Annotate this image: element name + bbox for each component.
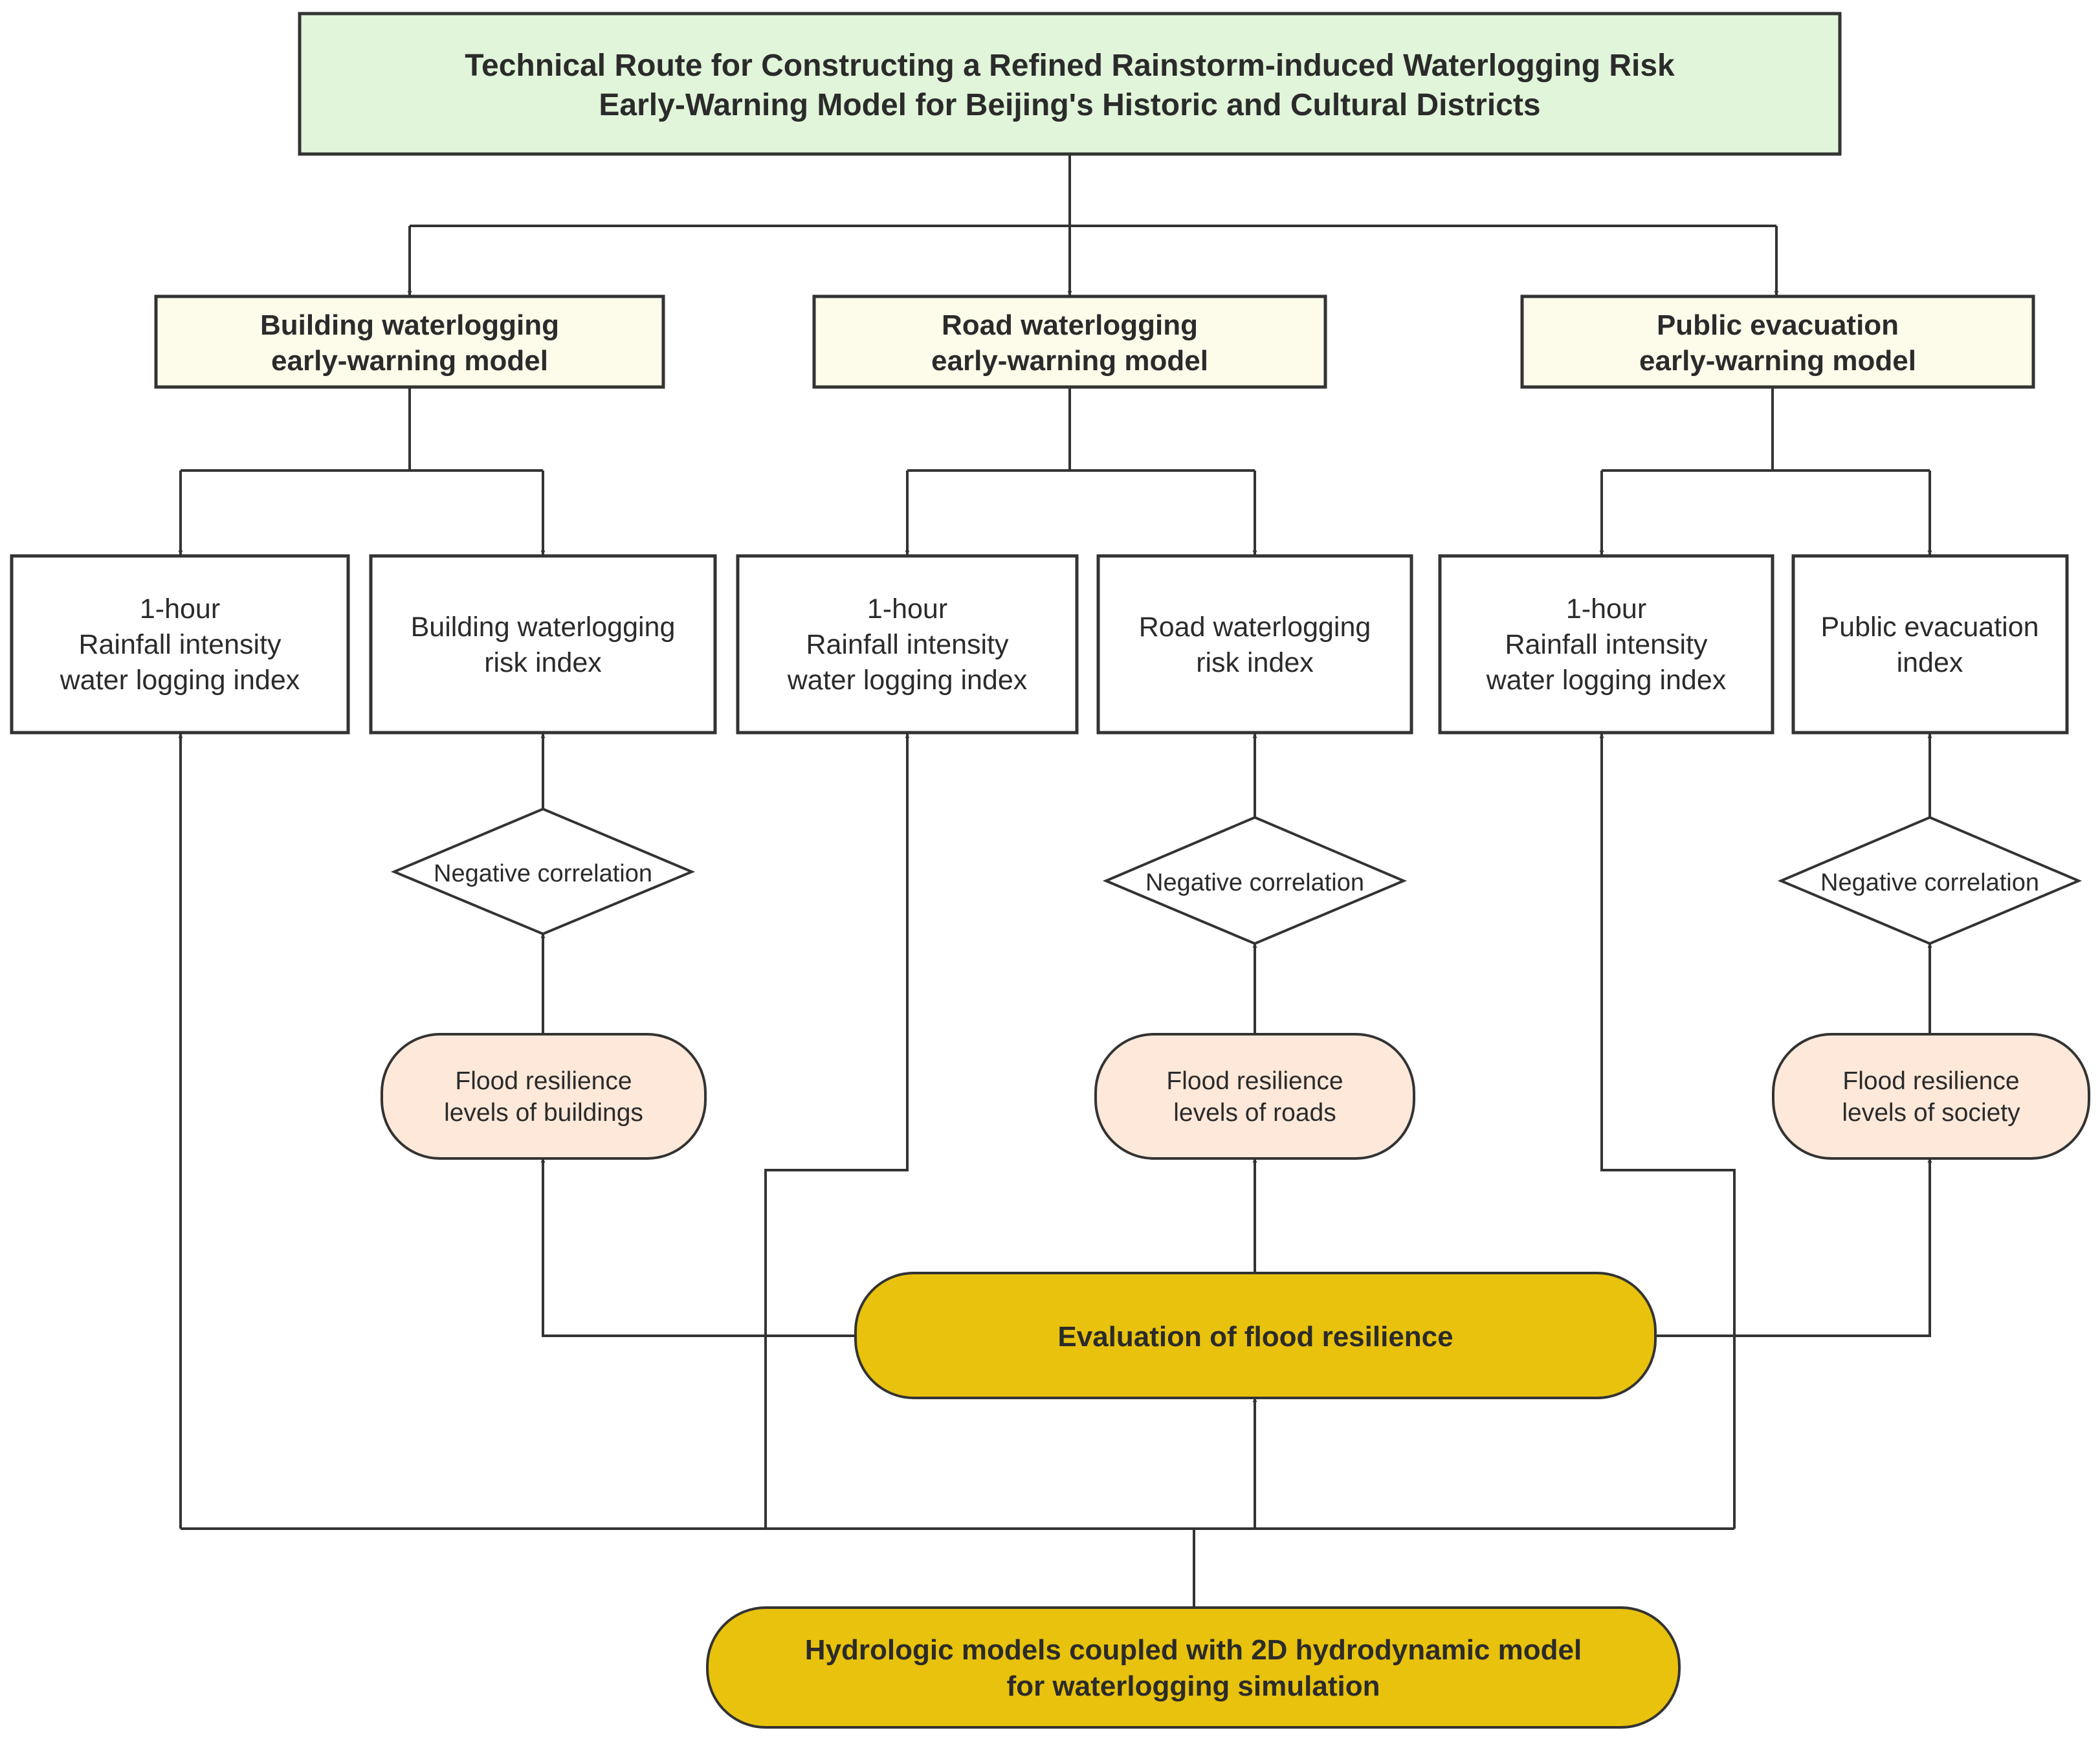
resilience-buildings-rect xyxy=(381,1033,707,1160)
resilience-society-box: Flood resilience levels of society xyxy=(1772,1033,2090,1160)
rainfall-index-3-line-1: 1-hour xyxy=(1566,593,1646,625)
rainfall-index-3-line-3: water logging index xyxy=(1486,665,1727,696)
correlation-diamond-shape xyxy=(390,807,696,936)
correlation-label-society: Negative correlation xyxy=(1820,869,2039,896)
building-model-line-1: Building waterlogging xyxy=(260,309,559,341)
connector-hydro-to-rainfall-2 xyxy=(764,733,910,1529)
correlation-diamond-buildings: Negative correlation xyxy=(390,807,696,936)
resilience-buildings-line-2: levels of buildings xyxy=(444,1099,643,1127)
road-model-rect xyxy=(812,294,1327,389)
rainfall-index-rect-1 xyxy=(10,554,350,735)
hydro-model-rect xyxy=(706,1606,1681,1729)
resilience-buildings-box: Flood resilience levels of buildings xyxy=(381,1033,707,1160)
connector-building-split xyxy=(181,388,543,472)
hydro-model-line-1: Hydrologic models coupled with 2D hydrod… xyxy=(805,1634,1582,1666)
resilience-roads-rect xyxy=(1094,1033,1415,1160)
rainfall-index-2-line-2: Rainfall intensity xyxy=(806,629,1009,660)
road-risk-index-box: Road waterlogging risk index xyxy=(1096,554,1413,735)
road-risk-index-rect xyxy=(1096,554,1413,735)
rainfall-index-1-line-3: water logging index xyxy=(60,665,300,696)
public-model-rect xyxy=(1520,294,2035,389)
building-risk-index-rect xyxy=(369,554,717,735)
resilience-roads-line-1: Flood resilience xyxy=(1166,1067,1343,1095)
public-evacuation-index-line-2: index xyxy=(1897,647,1963,678)
public-model-line-1: Public evacuation xyxy=(1657,309,1899,341)
rainfall-index-2-line-1: 1-hour xyxy=(867,593,947,625)
connector-road-split xyxy=(907,388,1255,472)
correlation-diamond-shape xyxy=(1777,815,2083,946)
rainfall-index-1-line-2: Rainfall intensity xyxy=(78,629,282,660)
connector-hydro-to-rainfall-3 xyxy=(1599,733,1736,1529)
title-box: Technical Route for Constructing a Refin… xyxy=(298,12,1842,156)
building-model-box: Building waterlogging early-warning mode… xyxy=(154,294,665,389)
correlation-label-buildings: Negative correlation xyxy=(434,860,652,887)
road-risk-index-line-1: Road waterlogging xyxy=(1139,612,1371,643)
correlation-diamond-society: Negative correlation xyxy=(1777,815,2083,946)
title-line-1: Technical Route for Constructing a Refin… xyxy=(465,49,1675,83)
connector-evaluation-to-society xyxy=(1655,1158,1932,1337)
rainfall-index-2-line-3: water logging index xyxy=(787,665,1028,696)
building-risk-index-box: Building waterlogging risk index xyxy=(369,554,717,735)
resilience-society-rect xyxy=(1772,1033,2090,1160)
rainfall-index-box-3: 1-hour Rainfall intensity water logging … xyxy=(1438,554,1774,735)
evaluation-rect xyxy=(854,1272,1657,1399)
road-model-box: Road waterlogging early-warning model xyxy=(812,294,1327,389)
public-evacuation-index-rect xyxy=(1791,554,2069,735)
rainfall-index-box-2: 1-hour Rainfall intensity water logging … xyxy=(736,554,1079,735)
road-model-line-1: Road waterlogging xyxy=(942,309,1198,341)
road-risk-index-line-2: risk index xyxy=(1196,647,1314,678)
public-evacuation-index-line-1: Public evacuation xyxy=(1820,612,2039,643)
public-model-line-2: early-warning model xyxy=(1639,345,1916,377)
correlation-label-roads: Negative correlation xyxy=(1145,869,1364,896)
correlation-diamond-roads: Negative correlation xyxy=(1102,815,1408,946)
connectors xyxy=(178,154,1932,1608)
building-model-rect xyxy=(154,294,665,389)
correlation-diamond-shape xyxy=(1102,815,1408,946)
resilience-society-line-1: Flood resilience xyxy=(1842,1067,2019,1095)
rainfall-index-rect-2 xyxy=(736,554,1079,735)
public-evacuation-index-box: Public evacuation index xyxy=(1791,554,2069,735)
building-risk-index-line-1: Building waterlogging xyxy=(411,612,676,643)
title-box-rect xyxy=(298,12,1842,156)
road-model-line-2: early-warning model xyxy=(931,345,1208,377)
resilience-society-line-2: levels of society xyxy=(1842,1099,2020,1127)
rainfall-index-box-1: 1-hour Rainfall intensity water logging … xyxy=(10,554,350,735)
rainfall-index-3-line-2: Rainfall intensity xyxy=(1505,629,1708,660)
hydro-model-line-2: for waterlogging simulation xyxy=(1007,1670,1380,1702)
resilience-roads-line-2: levels of roads xyxy=(1173,1099,1336,1127)
rainfall-index-1-line-1: 1-hour xyxy=(140,593,220,625)
rainfall-index-rect-3 xyxy=(1438,554,1774,735)
connector-evaluation-to-buildings xyxy=(540,1158,856,1337)
resilience-buildings-line-1: Flood resilience xyxy=(455,1067,632,1095)
evaluation-label: Evaluation of flood resilience xyxy=(1057,1321,1453,1353)
building-risk-index-line-2: risk index xyxy=(484,647,602,678)
hydro-model-box: Hydrologic models coupled with 2D hydrod… xyxy=(706,1606,1681,1729)
title-line-2: Early-Warning Model for Beijing's Histor… xyxy=(599,88,1540,122)
building-model-line-2: early-warning model xyxy=(271,345,548,377)
public-model-box: Public evacuation early-warning model xyxy=(1520,294,2035,389)
evaluation-box: Evaluation of flood resilience xyxy=(854,1272,1657,1399)
connector-public-split xyxy=(1602,388,1930,472)
resilience-roads-box: Flood resilience levels of roads xyxy=(1094,1033,1415,1160)
